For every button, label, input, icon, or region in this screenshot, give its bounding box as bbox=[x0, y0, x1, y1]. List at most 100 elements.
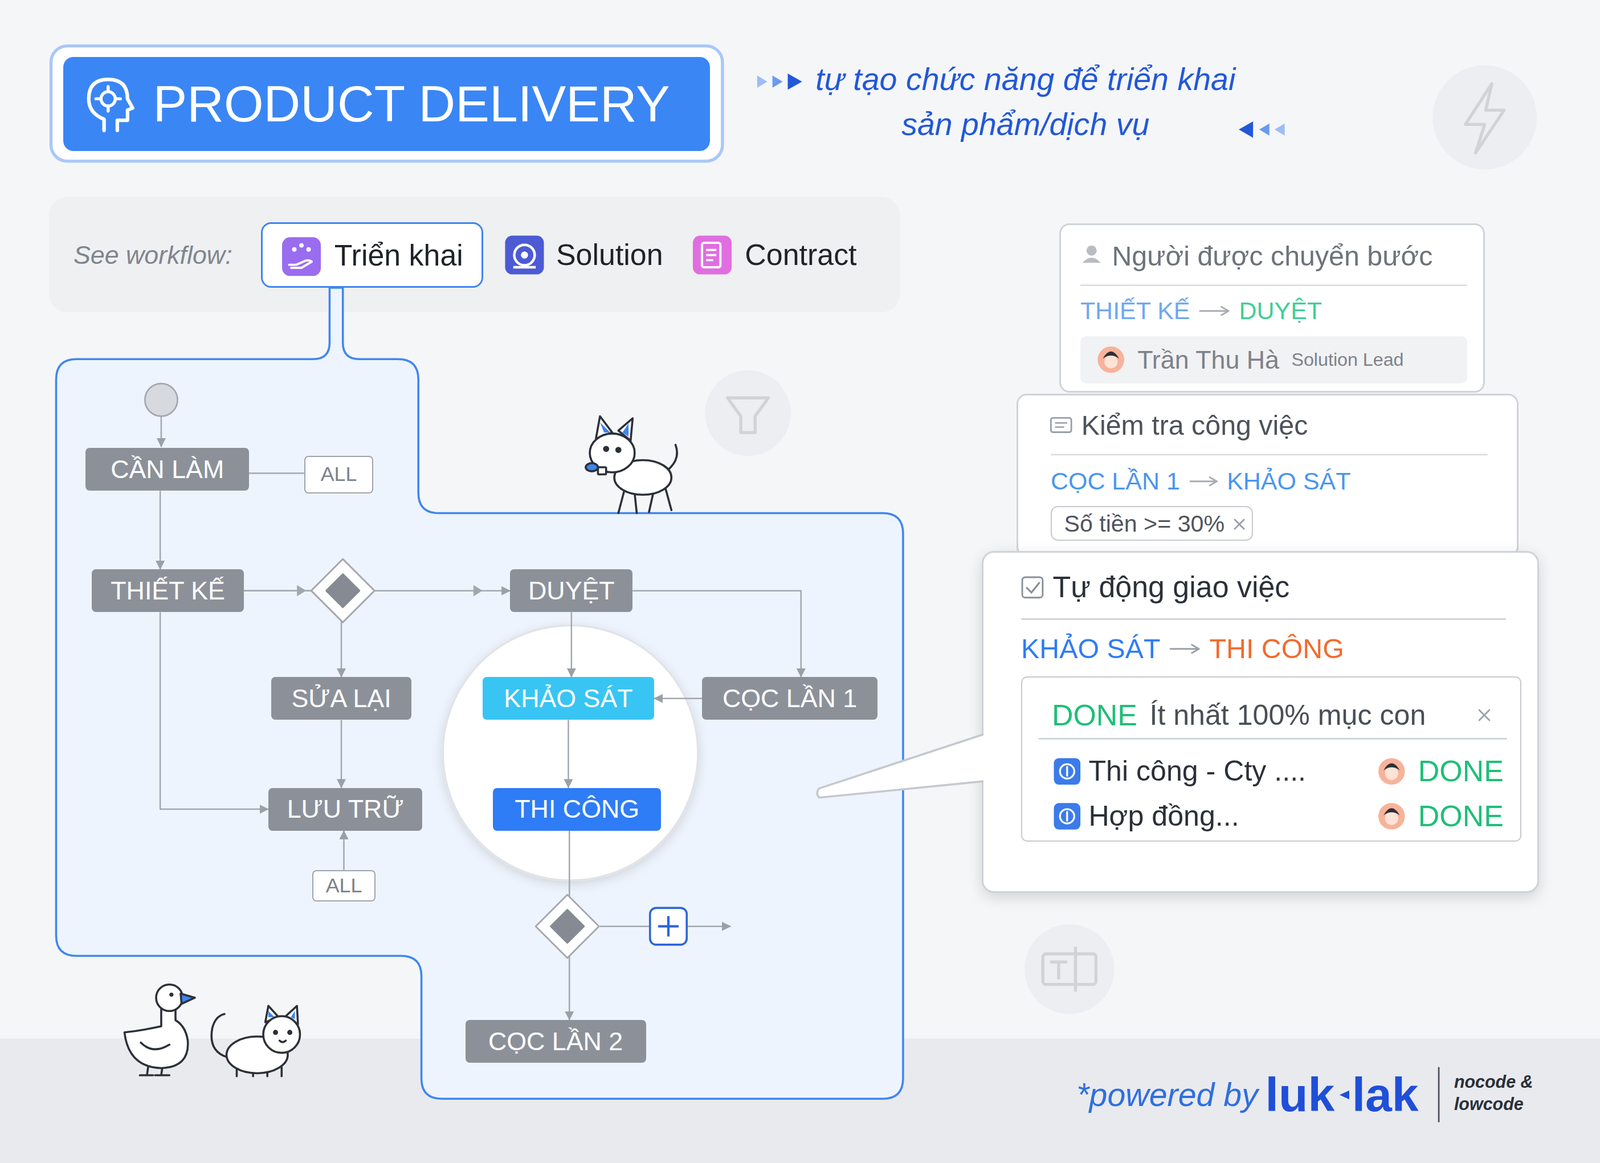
box-label: CỌC LẦN 1 bbox=[722, 683, 857, 714]
panel-text: KHẢO SÁT bbox=[1021, 631, 1161, 666]
text-slot: tự tạo chức năng để triển khai sản phẩm/… bbox=[806, 56, 1246, 148]
rule-card: Tự động giao việcKHẢO SÁT THI CÔNG DONE Ít … bbox=[981, 550, 1540, 893]
text-slot: Người được chuyển bước bbox=[1111, 238, 1433, 273]
dog-illustration bbox=[585, 415, 677, 513]
panel-text: Solution Lead bbox=[1291, 348, 1404, 371]
text-slot: DUYỆT bbox=[1238, 295, 1322, 327]
connector bbox=[160, 611, 269, 810]
box-label: SỬA LẠI bbox=[291, 683, 391, 714]
text-slot: DONE bbox=[1418, 752, 1504, 790]
step-box: LƯU TRỮ bbox=[268, 788, 423, 831]
text-slot: KHẢO SÁT bbox=[1021, 631, 1161, 666]
box-label: THI CÔNG bbox=[514, 793, 640, 825]
remove-mark bbox=[1479, 709, 1490, 721]
connector bbox=[567, 719, 570, 788]
text-slot: Kiểm tra công việc bbox=[1081, 407, 1309, 443]
tag-box: ALL bbox=[304, 455, 374, 494]
connector bbox=[343, 830, 345, 871]
add-step-button bbox=[600, 907, 731, 945]
tab-label: Solution bbox=[556, 236, 664, 274]
text-slot: Hợp đồng... bbox=[1088, 798, 1239, 835]
panel-text: DONE bbox=[1418, 797, 1504, 835]
decoration bbox=[262, 223, 334, 290]
connector bbox=[654, 698, 702, 700]
text-slot: DONE bbox=[1418, 797, 1504, 835]
logo-mark bbox=[1336, 1087, 1351, 1102]
assignee-row: Trần Thu Hà Solution Lead bbox=[1080, 336, 1468, 383]
box-label: KHẢO SÁT bbox=[503, 683, 633, 714]
panel-text: Thi công - Cty .... bbox=[1088, 753, 1306, 790]
title-box: PRODUCT DELIVERY bbox=[63, 56, 710, 151]
tab-caption: See workflow: bbox=[73, 239, 233, 272]
contract-icon bbox=[692, 235, 732, 275]
text-slot: Ít nhất 100% mục con bbox=[1149, 697, 1426, 734]
connector bbox=[159, 490, 162, 570]
tab-bar bbox=[49, 197, 901, 313]
panel-text: Tự động giao việc bbox=[1052, 568, 1291, 606]
panel-text: Ít nhất 100% mục con bbox=[1149, 697, 1426, 734]
connector bbox=[340, 719, 343, 788]
box-label: ALL bbox=[325, 873, 363, 899]
panel-text: DONE bbox=[1418, 752, 1504, 790]
text-slot: CỌC LẦN 1 bbox=[1050, 466, 1181, 497]
tag-box: ALL bbox=[312, 870, 376, 902]
duck-illustration bbox=[124, 984, 195, 1076]
panel-text: DUYỆT bbox=[1238, 295, 1322, 327]
box-label: Triển khai bbox=[334, 237, 464, 273]
subtitle: tự tạo chức năng để triển khai sản phẩm/… bbox=[806, 56, 1246, 148]
step-box: CỌC LẦN 2 bbox=[465, 1019, 647, 1063]
text-slot: See workflow: bbox=[73, 239, 233, 272]
text-slot: PRODUCT DELIVERY bbox=[153, 72, 671, 137]
funnel-icon bbox=[704, 370, 791, 456]
remove-mark bbox=[1234, 519, 1244, 529]
box-label: DUYỆT bbox=[528, 575, 615, 607]
step-box: THIẾT KẾ bbox=[91, 569, 244, 612]
text-slot: DONE bbox=[1051, 696, 1138, 734]
text-slot: Số tiền >= 30% bbox=[1063, 509, 1225, 539]
logo: luklak bbox=[1265, 1066, 1419, 1124]
step-box: CỌC LẦN 1 bbox=[701, 676, 878, 720]
step-box: DUYỆT bbox=[509, 569, 633, 612]
text-slot: KHẢO SÁT bbox=[1226, 466, 1351, 497]
step-box: SỬA LẠI bbox=[271, 676, 411, 720]
step-box: CẦN LÀM bbox=[85, 447, 250, 491]
magnifier-circle bbox=[442, 625, 699, 881]
workflow-region bbox=[55, 287, 903, 1099]
panel-text: CỌC LẦN 1 bbox=[1050, 466, 1181, 497]
connector bbox=[249, 472, 305, 475]
powered-by: *powered by bbox=[1076, 1074, 1259, 1116]
text-slot: Thi công - Cty .... bbox=[1088, 753, 1306, 790]
tab-box: Triển khai bbox=[260, 222, 484, 288]
text-slot: Trần Thu Hà bbox=[1137, 344, 1280, 377]
panel-text: Hợp đồng... bbox=[1088, 798, 1239, 835]
title-frame bbox=[51, 46, 723, 162]
step-arrow bbox=[1200, 304, 1229, 317]
panel-text: Trần Thu Hà bbox=[1137, 344, 1280, 377]
step-arrow bbox=[1170, 642, 1199, 655]
panel-text: DONE bbox=[1051, 696, 1138, 734]
panel-text: Số tiền >= 30% bbox=[1063, 509, 1225, 539]
box-label: ALL bbox=[320, 462, 358, 487]
text-slot: Tự động giao việc bbox=[1052, 568, 1291, 606]
decoration bbox=[63, 56, 155, 151]
text-slot: Solution Lead bbox=[1291, 348, 1404, 371]
decision-diamond bbox=[311, 558, 375, 623]
condition-chip: Số tiền >= 30% bbox=[1050, 505, 1253, 541]
text-slot: Solution bbox=[556, 236, 664, 274]
connector bbox=[570, 611, 573, 677]
panel-text: THIẾT KẾ bbox=[1080, 295, 1191, 327]
text-slot: Contract bbox=[744, 236, 857, 274]
panel-text: Người được chuyển bước bbox=[1111, 238, 1433, 273]
logo-word: luk bbox=[1265, 1066, 1336, 1124]
rule-card: Người được chuyển bướcTHIẾT KẾ DUYỆT Trần … bbox=[1059, 223, 1485, 393]
text-slot: nocode & lowcode bbox=[1454, 1070, 1553, 1116]
title: PRODUCT DELIVERY bbox=[153, 72, 671, 137]
panel-text: THI CÔNG bbox=[1209, 631, 1344, 666]
box-label: CỌC LẦN 2 bbox=[488, 1026, 623, 1057]
lightning-icon bbox=[1432, 65, 1537, 170]
panel-text: KHẢO SÁT bbox=[1226, 466, 1351, 497]
subtask-list: DONE Ít nhất 100% mục conThi công - Cty .… bbox=[1021, 676, 1522, 842]
solution-icon bbox=[504, 235, 544, 275]
text-field-icon bbox=[1024, 924, 1115, 1015]
logo-tagline: nocode & lowcode bbox=[1454, 1070, 1553, 1116]
